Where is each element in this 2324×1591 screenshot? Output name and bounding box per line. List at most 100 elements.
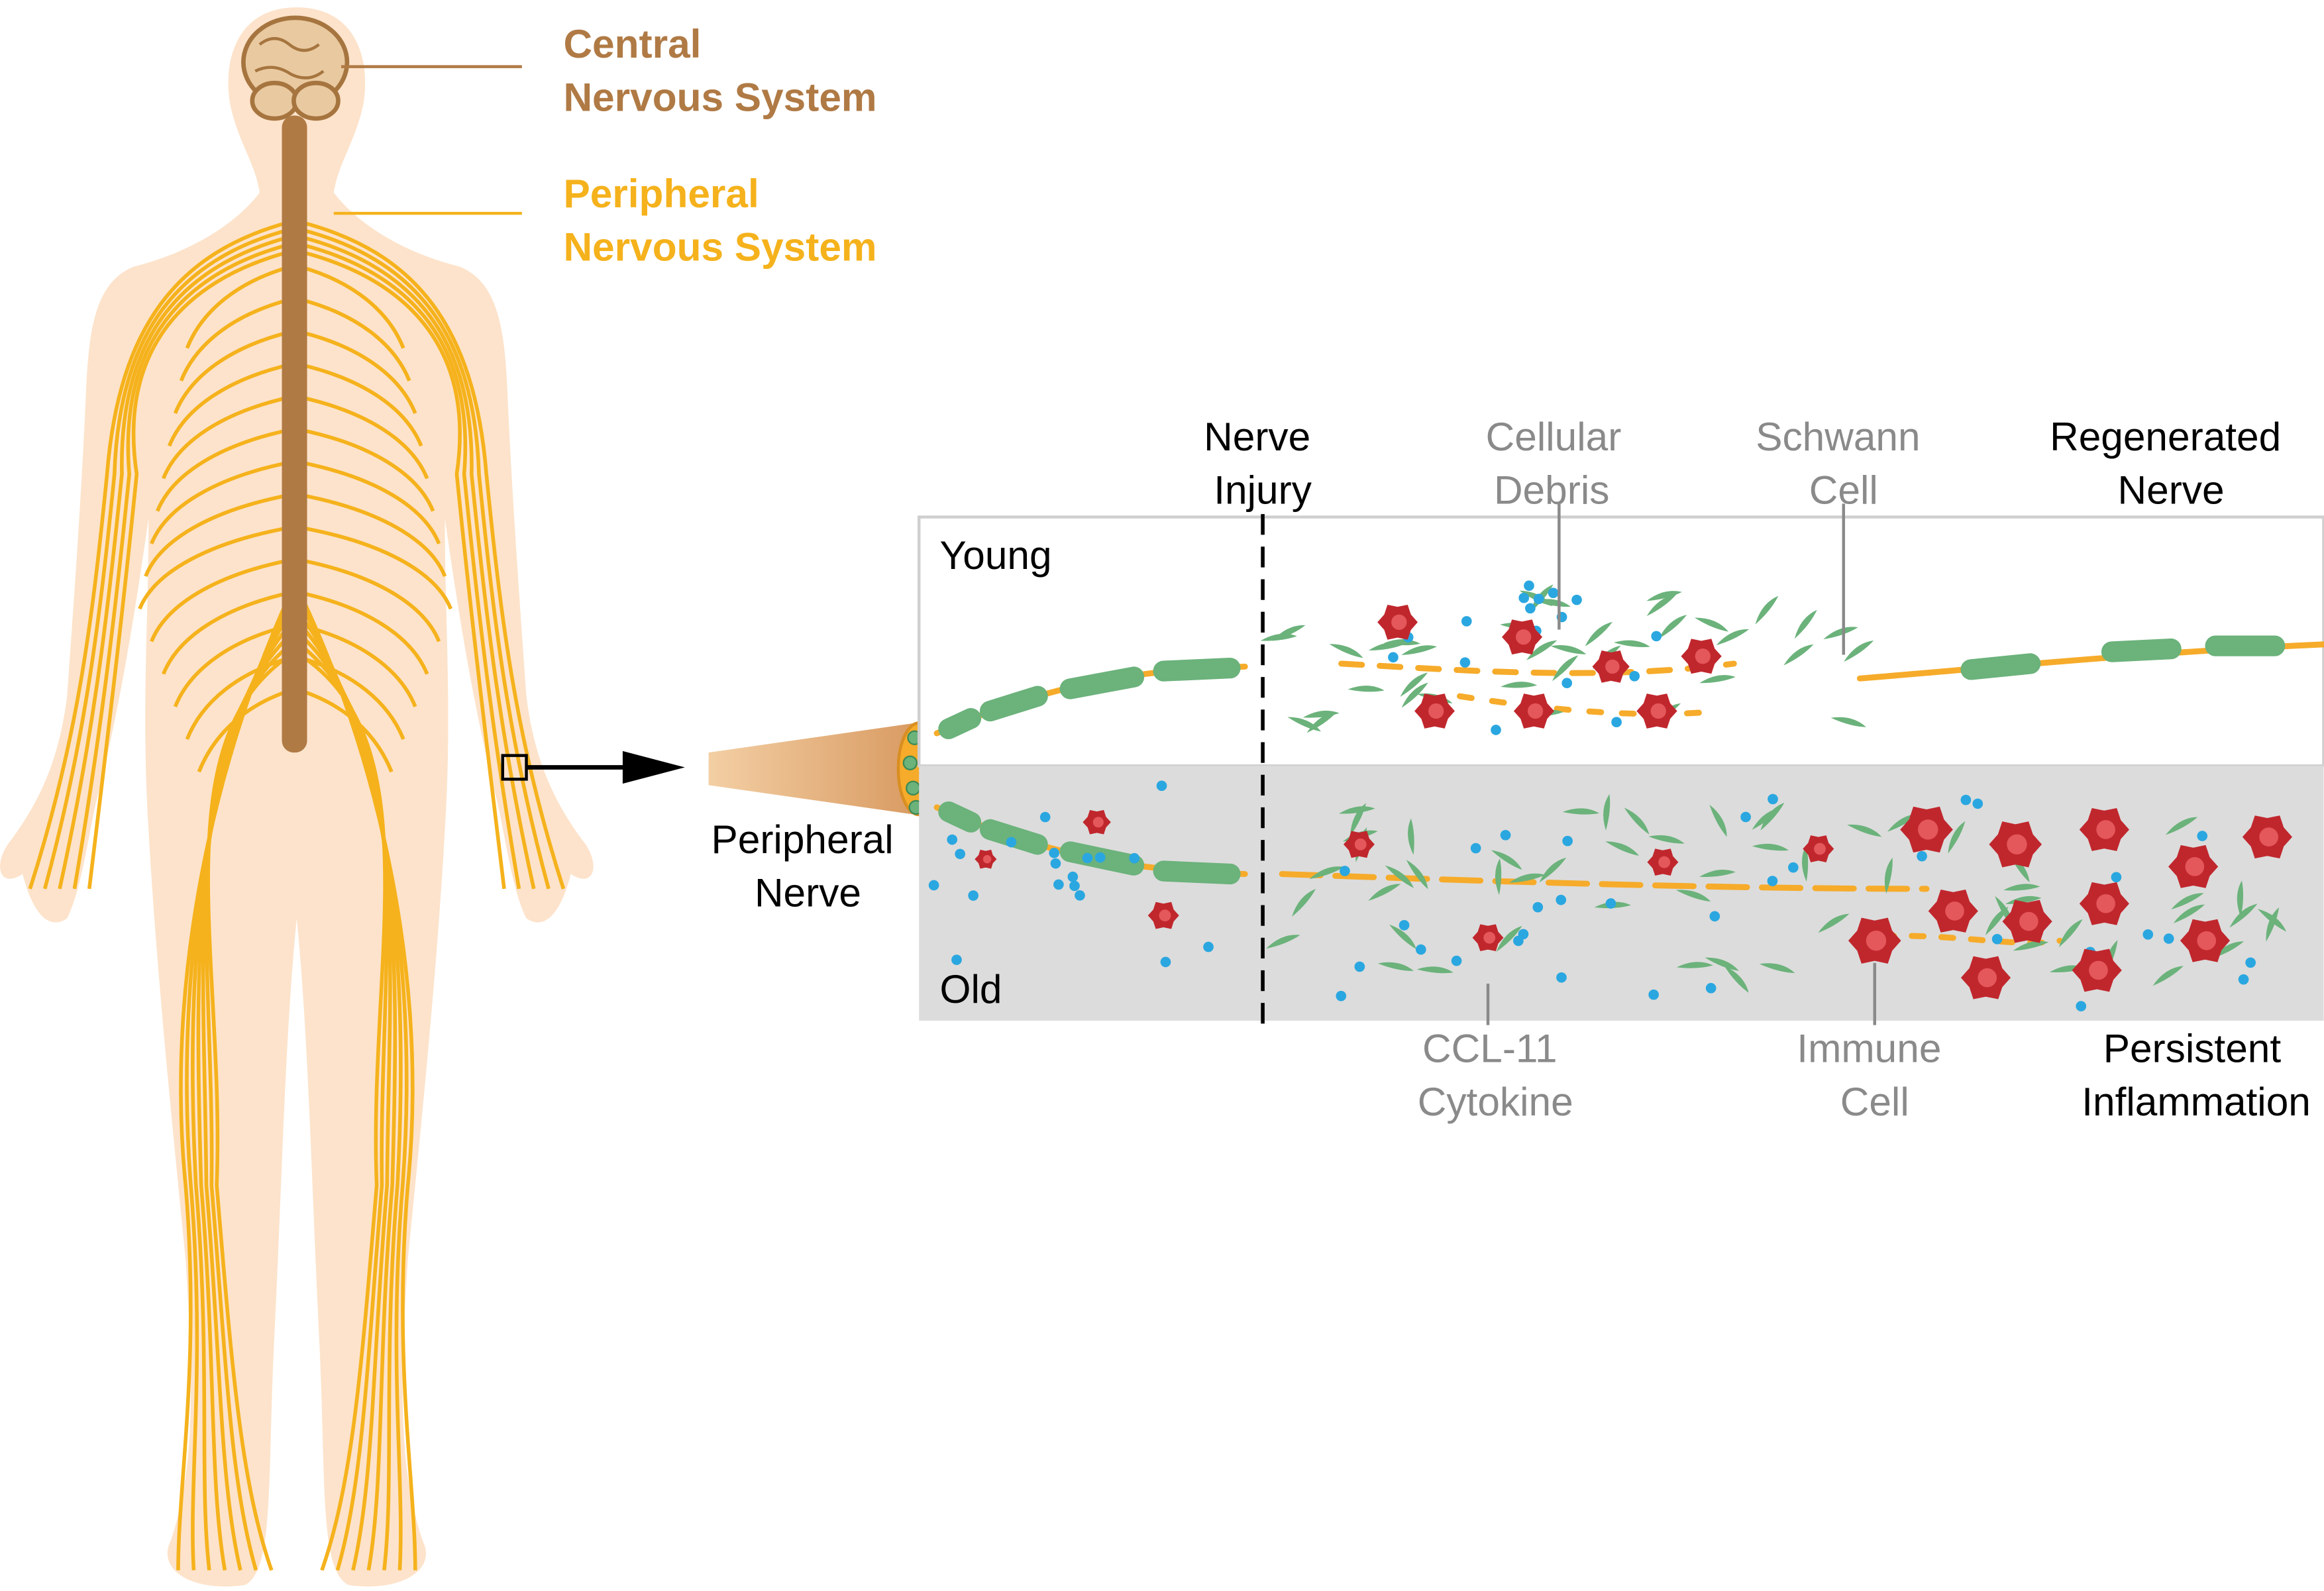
old-immune-cell-nucleus <box>1814 843 1826 855</box>
panel-marks <box>928 580 2324 1011</box>
young-schwann-cell <box>1400 672 1428 697</box>
old-cytokine <box>1069 880 1080 892</box>
old-immune-cell-nucleus <box>2185 857 2205 876</box>
old-cytokine <box>1556 972 1567 983</box>
old-cytokine <box>1094 852 1106 863</box>
fascicle <box>902 755 918 770</box>
old-cytokine <box>1991 934 2003 945</box>
young-schwann-cell <box>1716 629 1750 646</box>
young-degenerating-axon <box>1338 660 1737 676</box>
cellular-debris-line1: Cellular <box>1486 414 1622 459</box>
young-debris-axon <box>1457 693 1722 717</box>
young-immune-cell-nucleus <box>1695 648 1711 664</box>
old-myelin-segment <box>938 801 982 833</box>
old-cytokine <box>928 880 939 891</box>
old-schwann-cell <box>1338 806 1375 814</box>
arm-nerve-right <box>300 242 521 890</box>
rib-nerve-right <box>299 330 417 415</box>
old-cytokine <box>1960 794 1972 805</box>
arm-nerve-left <box>42 227 290 890</box>
immune-cell-line1: Immune <box>1797 1026 1941 1071</box>
old-schwann-cell <box>2152 966 2184 986</box>
ccl11-line2: Cytokine <box>1418 1079 1573 1124</box>
old-immune-cell-nucleus <box>1159 909 1171 922</box>
old-cytokine <box>1082 852 1093 864</box>
old-schwann-cell <box>2266 907 2280 942</box>
young-schwann-cell <box>1534 599 1571 607</box>
old-cytokine <box>2197 831 2208 841</box>
young-schwann-cell <box>1755 595 1779 625</box>
nerve-injury-line2: Injury <box>1214 467 1312 512</box>
old-schwann-cell <box>1948 821 1966 854</box>
spinal-cord <box>282 115 307 753</box>
cns-label-line2: Nervous System <box>563 75 876 120</box>
cns-label: Central Nervous System <box>563 21 876 120</box>
old-cytokine <box>1556 894 1567 905</box>
young-myelin-segment <box>1153 658 1241 682</box>
young-schwann-cell <box>1783 644 1814 666</box>
arm-nerve-left <box>72 242 290 890</box>
old-cytokine <box>1006 837 1017 848</box>
old-immune-cell-nucleus <box>2089 960 2108 980</box>
old-cytokine <box>1075 890 1085 901</box>
arm-nerve-left <box>28 220 290 890</box>
human-figure: Central Nervous System Peripheral Nervou… <box>0 7 877 1587</box>
old-schwann-cell <box>1699 869 1736 877</box>
old-schwann-cell <box>1539 857 1567 883</box>
rib-nerve-left <box>138 525 291 610</box>
young-cytokine <box>1518 592 1530 603</box>
old-myelin-segment <box>979 819 1048 855</box>
old-cytokine <box>2076 1001 2087 1011</box>
old-cytokine <box>947 834 958 845</box>
old-cytokine <box>1917 850 1927 862</box>
young-schwann-cell <box>1501 682 1538 688</box>
old-immune-cell-nucleus <box>1658 856 1671 868</box>
old-cytokine <box>1500 829 1511 841</box>
rib-nerve-left <box>185 264 291 349</box>
old-cytokine <box>1470 843 1481 854</box>
rib-nerve-left <box>173 623 291 707</box>
schwann-cell-label: Schwann Cell <box>1756 414 1931 513</box>
old-immune-cell-nucleus <box>1092 817 1104 828</box>
old-schwann-cell <box>2173 904 2205 923</box>
rib-nerve-right <box>299 264 405 349</box>
old-cytokine <box>1513 935 1524 947</box>
old-cytokine <box>1160 956 1171 968</box>
old-schwann-cell <box>1309 866 1344 880</box>
old-schwann-cell <box>1496 925 1522 952</box>
young-cytokine <box>1629 670 1640 682</box>
old-immune-cell-nucleus <box>2007 834 2027 855</box>
young-schwann-cell <box>1658 615 1687 639</box>
old-cytokine <box>1203 941 1214 952</box>
old-cytokine <box>1336 990 1347 1001</box>
young-schwann-cell <box>1302 710 1340 718</box>
old-cytokine <box>955 848 966 860</box>
arm-nerve-left <box>87 250 290 890</box>
rib-nerve-left <box>162 395 291 480</box>
young-cytokine <box>1491 725 1501 735</box>
young-immune-cell-nucleus <box>1428 703 1444 719</box>
old-cytokine <box>1767 876 1778 886</box>
old-schwann-cell <box>1408 818 1414 855</box>
rib-nerve-right <box>299 362 423 447</box>
schwann-cell-line1: Schwann <box>1756 414 1920 459</box>
old-schwann-cell <box>2171 893 2204 910</box>
rib-nerve-left <box>179 297 291 382</box>
old-schwann-cell <box>1676 962 1713 968</box>
old-immune-cell-nucleus <box>2096 894 2115 913</box>
rib-nerve-left <box>167 362 291 447</box>
body-silhouette <box>0 7 594 1587</box>
immune-cell-line2: Cell <box>1840 1079 1909 1124</box>
rib-nerve-right <box>299 460 441 544</box>
rib-nerve-right <box>299 623 417 707</box>
young-schwann-cell <box>1613 640 1650 648</box>
arm-nerve-left <box>58 235 290 890</box>
old-cytokine <box>1605 898 1616 909</box>
peripheral-nerve-cone <box>708 721 941 817</box>
old-cytokine <box>1354 961 1365 972</box>
cns-label-line1: Central <box>563 21 701 66</box>
pns-label-line2: Nervous System <box>563 225 876 270</box>
old-schwann-cell <box>1884 857 1893 894</box>
young-cytokine <box>1524 580 1534 591</box>
